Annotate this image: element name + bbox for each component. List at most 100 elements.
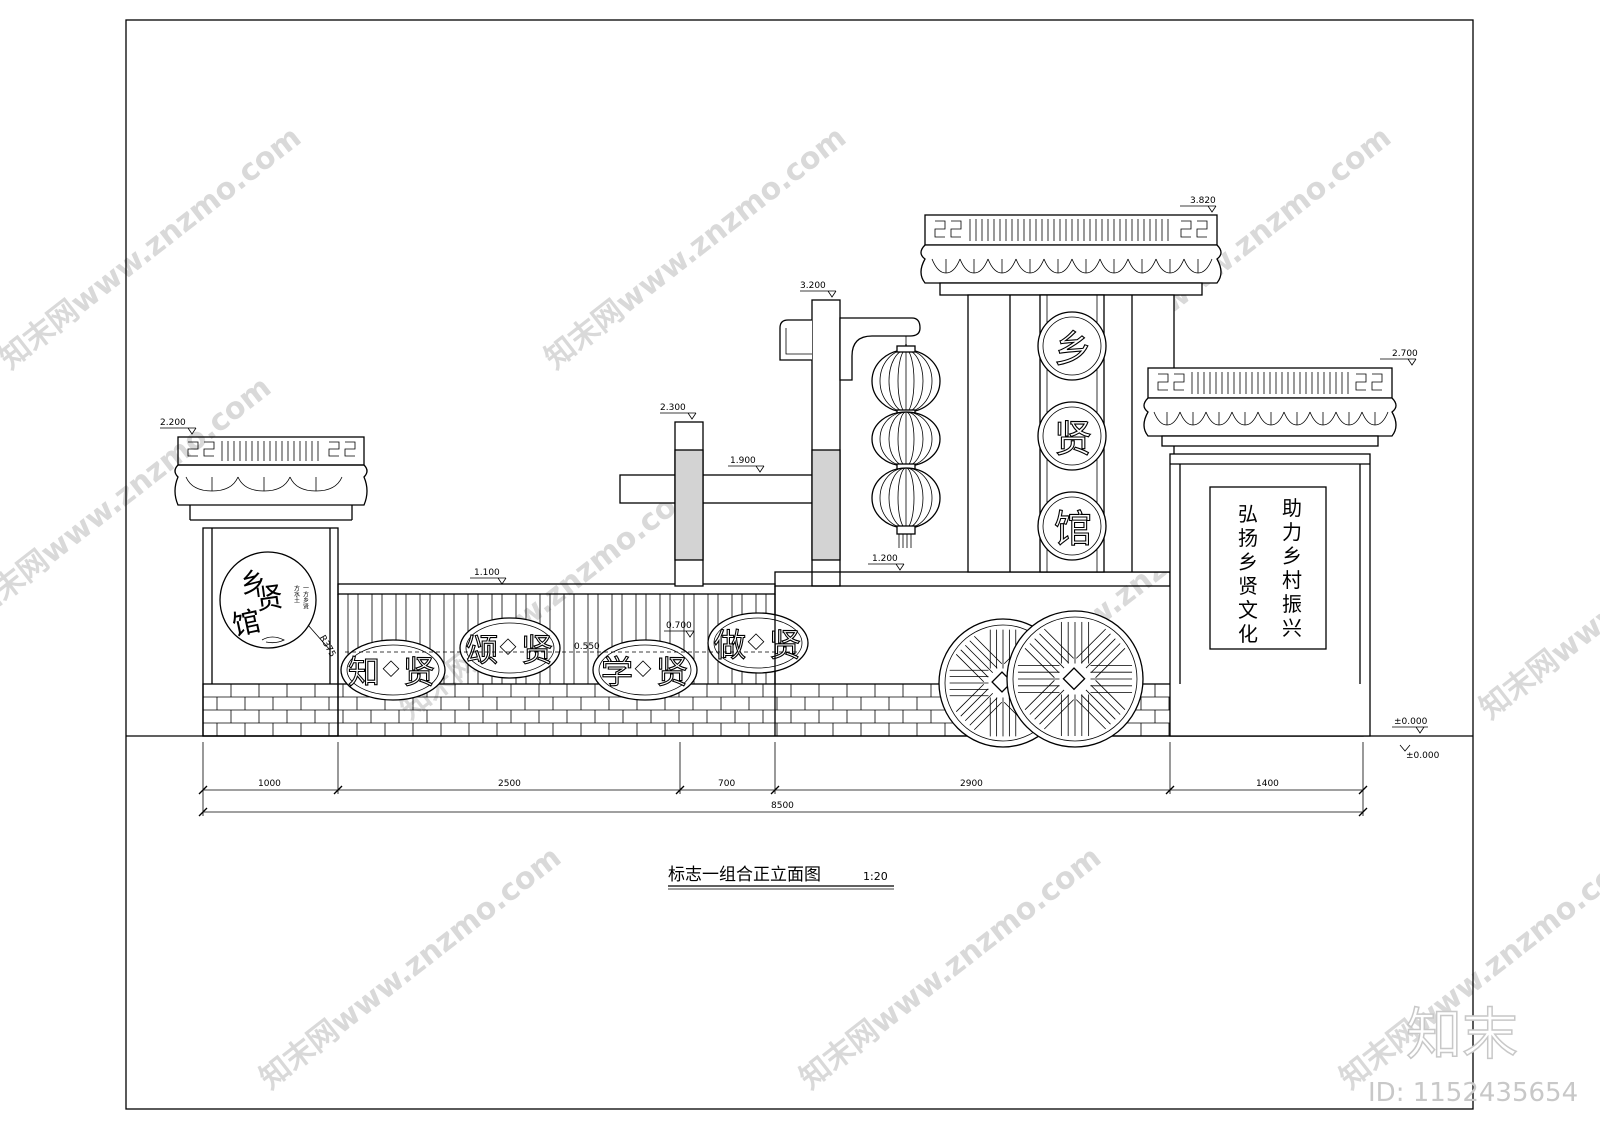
- slogan-right-column: 助 力 乡 村 振 兴: [1282, 496, 1302, 640]
- sign-char: 贤: [521, 631, 553, 669]
- level-marker-icon: 2.200: [160, 418, 197, 435]
- drawing-stroke: [1090, 684, 1121, 715]
- drawing-stroke: [1095, 680, 1126, 710]
- drawing-stroke: [1034, 689, 1065, 720]
- elevation-label: 1.200: [872, 554, 898, 564]
- drawing-scale: 1:20: [863, 870, 888, 883]
- medallion-title-char: 贤: [253, 580, 285, 617]
- elevation-label: ±0.000: [1394, 717, 1428, 727]
- drawing-stroke: [964, 644, 994, 674]
- drawing-stroke: [964, 692, 994, 722]
- tower-char: 馆: [1054, 507, 1092, 551]
- slogan-char: 助: [1282, 496, 1302, 520]
- drawing-stroke: [955, 683, 985, 712]
- pavilion-frame: [619, 299, 921, 587]
- millstone-icon: [1006, 610, 1144, 748]
- millstones: [938, 610, 1144, 748]
- drawing-stroke: [969, 697, 998, 726]
- fence-sign: 学 贤: [592, 639, 698, 701]
- drawing-stroke: [974, 635, 1003, 665]
- fence-sign: 颂 贤: [459, 617, 561, 679]
- elevation-label: 3.200: [800, 281, 826, 291]
- drawing-stroke: [1080, 694, 1111, 725]
- lantern-string: [871, 344, 941, 548]
- level-marker-icon: ±0.000 ±0.000: [1392, 717, 1440, 761]
- dimension-label: 1000: [258, 779, 281, 789]
- fence-signs: 知 贤 颂 贤 学 贤 做 贤: [340, 612, 809, 701]
- elevation-label: 3.820: [1190, 196, 1216, 206]
- drawing-stroke: [1076, 699, 1106, 730]
- right-wall: 助 力 乡 村 振 兴 弘 扬 乡 贤 文 化: [1143, 367, 1397, 737]
- level-marker-icon: 2.700: [1380, 349, 1418, 366]
- center-tower: 乡 贤 馆: [920, 214, 1222, 573]
- elevation-label: ±0.000: [1406, 751, 1440, 761]
- level-marker-icon: 3.200: [800, 281, 837, 298]
- level-marker-icon: 3.820: [1180, 196, 1217, 213]
- level-marker-icon: 1.200: [868, 554, 905, 571]
- diamond-icon: [499, 638, 517, 656]
- elevation-label: 0.700: [666, 621, 692, 631]
- dimension-label: 700: [718, 779, 735, 789]
- elevation-label: 0.550: [574, 642, 600, 652]
- drawing-stroke: [1076, 628, 1106, 659]
- drawing-title: 标志一组合正立面图: [668, 865, 821, 885]
- diamond-icon: [634, 660, 652, 678]
- sign-char: 做: [714, 626, 746, 664]
- drawing-stroke: [1029, 684, 1060, 715]
- lantern-icon: [871, 411, 941, 471]
- drawing-stroke: [1085, 638, 1116, 669]
- drawing-stroke: [969, 640, 998, 669]
- slogan-char: 振: [1282, 592, 1302, 616]
- drawing-frame: [125, 19, 1474, 1110]
- dimension-label: 2900: [960, 779, 983, 789]
- drawing-stroke: [974, 701, 1003, 731]
- tower-char: 乡: [1054, 327, 1092, 371]
- diamond-icon: [382, 660, 400, 678]
- drawing-stroke: [1024, 648, 1055, 678]
- drawing-stroke: [1080, 633, 1111, 664]
- left-medallion: [219, 551, 317, 649]
- sign-char: 知: [348, 653, 380, 691]
- tower-char: 贤: [1054, 417, 1092, 461]
- sign-char: 贤: [656, 653, 688, 691]
- watermark-text: 知末网www.znzmo.com: [793, 840, 1108, 1097]
- level-marker-icon: 0.700: [664, 621, 695, 638]
- sign-char: 颂: [466, 631, 498, 669]
- diamond-icon: [747, 633, 765, 651]
- drawing-title-block: 标志一组合正立面图 1:20: [668, 865, 894, 890]
- sign-char: 贤: [769, 626, 801, 664]
- watermark-text: 知末网www.znzmo.com: [0, 120, 308, 377]
- dimension-label: 1400: [1256, 779, 1279, 789]
- drawing-stroke: [1029, 643, 1060, 674]
- elevation-label: 1.900: [730, 456, 756, 466]
- radius-label: R375: [317, 634, 337, 659]
- slogan-char: 贤: [1238, 574, 1258, 598]
- watermark-id: ID: 1152435654: [1368, 1078, 1578, 1108]
- fence-sign: 做 贤: [707, 612, 809, 674]
- left-pillar-body: [202, 527, 339, 737]
- drawing-stroke: [1039, 633, 1070, 664]
- dimension-lines: 1000 2500 700 2900 1400 8500: [198, 742, 1368, 817]
- total-dimension-label: 8500: [771, 801, 794, 811]
- slogan-char: 力: [1282, 520, 1302, 544]
- sign-char: 学: [601, 653, 633, 691]
- drawing-stroke: [1044, 628, 1074, 659]
- lantern-icon: [871, 345, 941, 417]
- dimension-label: 2500: [498, 779, 521, 789]
- drawing-stroke: [1044, 699, 1074, 730]
- slogan-char: 乡: [1282, 544, 1302, 568]
- medallion-title-char: 馆: [229, 604, 263, 642]
- slogan-char: 村: [1282, 568, 1302, 592]
- drawing-stroke: [1039, 694, 1070, 725]
- slogan-char: 弘: [1238, 502, 1258, 526]
- fence-sign: 知 贤: [340, 639, 446, 701]
- elevation-label: 2.700: [1392, 349, 1418, 359]
- drawing-stroke: [1095, 648, 1126, 678]
- drawing-stroke: [1024, 680, 1055, 710]
- watermark-text: 知末网www.znzmo.com: [1473, 470, 1600, 727]
- slogan-char: 文: [1238, 598, 1258, 622]
- slogan-char: 扬: [1238, 526, 1258, 550]
- lantern-icon: [871, 467, 941, 548]
- watermark-text: 知末网www.znzmo.com: [253, 840, 568, 1097]
- medallion-subtitle: 方水土: [293, 584, 300, 603]
